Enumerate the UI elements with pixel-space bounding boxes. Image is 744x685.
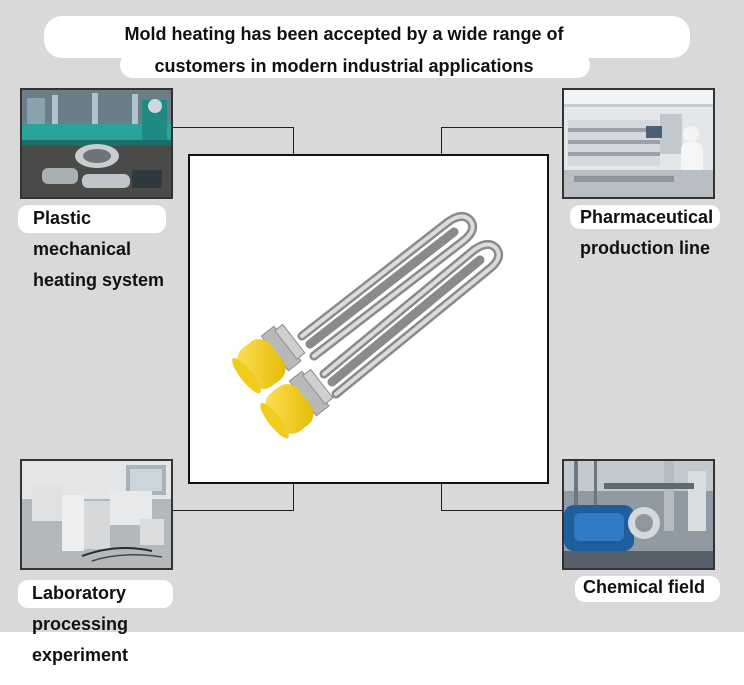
connector-top-right-v <box>441 127 442 155</box>
label-line: Plastic <box>33 208 92 228</box>
label-line: processing <box>32 614 129 634</box>
label-line: Chemical field <box>583 577 706 597</box>
label-bg-bottom-right <box>575 576 720 602</box>
connector-bottom-left-h <box>172 510 294 511</box>
title-background-2 <box>120 52 590 78</box>
heater-product-frame <box>188 154 549 484</box>
connector-bottom-left-v <box>293 483 294 511</box>
title-line-2: customers in modern industrial applicati… <box>154 56 534 76</box>
connector-top-left-v <box>293 127 294 155</box>
chemical-field-image <box>564 461 713 568</box>
plastic-machinery-photo <box>20 88 173 199</box>
page-title: Mold heating has been accepted by a wide… <box>44 18 644 82</box>
pharmaceutical-line-photo <box>562 88 715 199</box>
title-line-1: Mold heating has been accepted by a wide… <box>124 24 564 44</box>
title-background <box>44 16 690 58</box>
chemical-field-photo <box>562 459 715 570</box>
laboratory-image <box>22 461 171 568</box>
label-bg-top-right <box>570 205 720 229</box>
label-pharmaceutical: Pharmaceutical production line <box>580 202 713 264</box>
plastic-machinery-image <box>22 90 171 197</box>
label-plastic-mechanical: Plastic mechanical heating system <box>33 203 164 296</box>
connector-top-left-h <box>172 127 294 128</box>
laboratory-photo <box>20 459 173 570</box>
label-line: production line <box>580 238 710 258</box>
pharmaceutical-line-image <box>564 90 713 197</box>
label-line: heating system <box>33 270 165 290</box>
connector-top-right-h <box>441 127 563 128</box>
label-chemical-field: Chemical field <box>583 572 705 603</box>
label-line: Pharmaceutical <box>580 207 714 227</box>
connector-bottom-right-v <box>441 483 442 511</box>
label-bg-top-left <box>18 205 166 233</box>
immersion-heater-image <box>232 212 504 439</box>
label-line: experiment <box>32 645 129 665</box>
label-line: mechanical <box>33 239 132 259</box>
label-laboratory: Laboratory processing experiment <box>32 578 128 671</box>
connector-bottom-right-h <box>441 510 563 511</box>
label-line: Laboratory <box>32 583 127 603</box>
bottom-white-area <box>0 632 744 685</box>
label-bg-bottom-left <box>18 580 173 608</box>
